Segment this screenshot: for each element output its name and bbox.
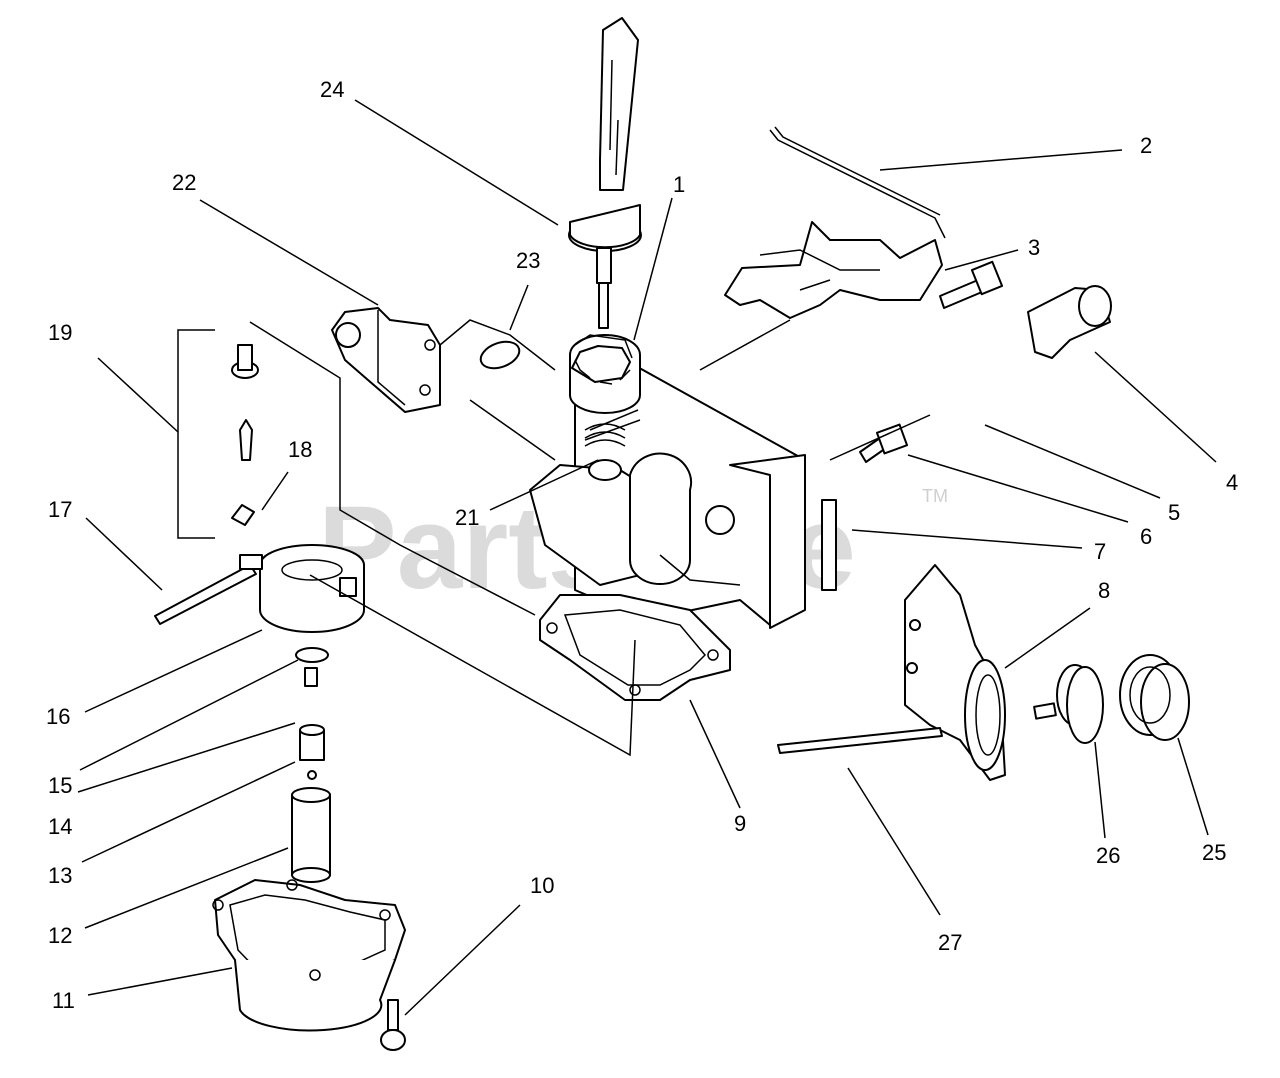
part-6-screw[interactable] [859,423,909,463]
part-11-float-bowl[interactable] [212,879,406,1032]
callout-5[interactable]: 5 [1168,500,1180,525]
callout-11[interactable]: 11 [52,988,75,1013]
part-15-oring[interactable] [295,647,329,663]
part-5-bolt[interactable] [939,260,1004,309]
part-12-tube[interactable] [291,787,331,883]
callout-22[interactable]: 22 [172,170,196,195]
callout-24[interactable]: 24 [320,77,344,102]
callout-17[interactable]: 17 [48,497,72,522]
part-19-needle-valve[interactable] [231,344,259,461]
callout-18[interactable]: 18 [288,437,312,462]
part-13-main-jet[interactable] [299,724,325,780]
part-26-fitting[interactable] [1033,664,1104,744]
part-24-lever[interactable] [568,17,642,329]
callout-12[interactable]: 12 [48,923,72,948]
callout-27[interactable]: 27 [938,930,962,955]
assembly-lines [249,319,931,757]
part-10-screw[interactable] [380,999,406,1051]
callout-16[interactable]: 16 [46,704,70,729]
callout-7[interactable]: 7 [1094,539,1106,564]
callout-2[interactable]: 2 [1140,133,1152,158]
part-18-clip[interactable] [231,504,255,526]
part-25-cap[interactable] [1119,654,1190,741]
callout-14[interactable]: 14 [48,814,72,839]
part-17-pin[interactable] [154,564,257,625]
part-7-seal[interactable] [821,499,837,591]
callout-21[interactable]: 21 [455,505,479,530]
part-16-float[interactable] [239,544,365,633]
part-27-pin[interactable] [777,727,943,754]
callout-4[interactable]: 4 [1226,470,1238,495]
part-1-gear[interactable] [571,345,631,385]
part-22-bracket[interactable] [331,307,441,413]
leader-lines [77,99,1217,1016]
callout-13[interactable]: 13 [48,863,72,888]
part-23-washer[interactable] [477,337,523,373]
part-21-spring[interactable] [584,423,626,447]
callout-8[interactable]: 8 [1098,578,1110,603]
callout-9[interactable]: 9 [734,811,746,836]
callout-25[interactable]: 25 [1202,840,1226,865]
watermark-tm: TM [922,486,948,506]
callout-15[interactable]: 15 [48,773,72,798]
callout-6[interactable]: 6 [1140,524,1152,549]
part-3-bracket[interactable] [724,221,943,319]
callout-19[interactable]: 19 [48,320,72,345]
callout-23[interactable]: 23 [516,248,540,273]
part-4-filter[interactable] [1027,285,1112,359]
callout-26[interactable]: 26 [1096,843,1120,868]
callout-numbers: 1 2 3 4 5 6 7 8 9 10 11 12 13 14 15 16 1… [46,77,1238,1013]
part-2-link-rod[interactable] [769,126,946,239]
callout-10[interactable]: 10 [530,873,554,898]
part-8-plate[interactable] [904,564,1006,781]
callout-3[interactable]: 3 [1028,235,1040,260]
bracket-19-group [177,329,215,539]
callout-1[interactable]: 1 [673,172,685,197]
part-14-jet[interactable] [304,667,318,687]
